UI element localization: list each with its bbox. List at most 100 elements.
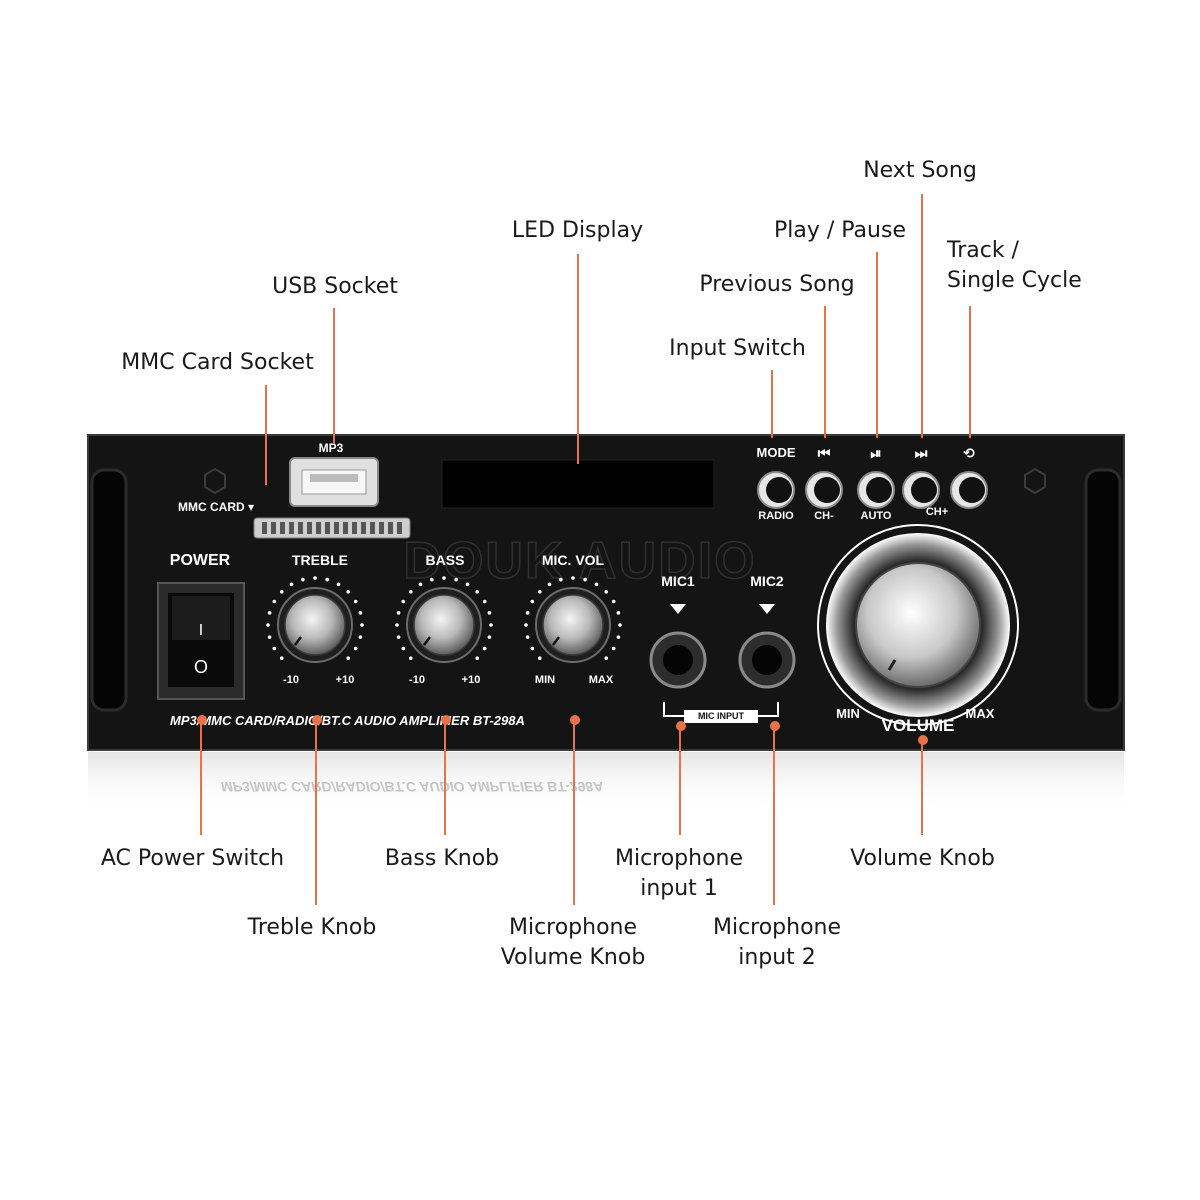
mic-volume-knob-scale-dot — [538, 656, 542, 660]
mic-volume-knob[interactable] — [543, 595, 603, 655]
mic-volume-knob-scale-dot — [618, 623, 622, 627]
reflected-model-text: MP3/MMC CARD/RADIO/BT.C AUDIO AMPLIFIER … — [221, 779, 603, 795]
leader-dot-mic-volume — [570, 715, 580, 725]
treble-knob-scale-dot — [313, 576, 317, 580]
callout-ac-power-switch: AC Power Switch — [90, 844, 295, 874]
leader-play-pause — [876, 252, 878, 438]
bass-knob[interactable] — [414, 595, 474, 655]
treble-knob-scale-dot — [272, 647, 276, 651]
bass-knob-scale-dot — [401, 647, 405, 651]
volume-knob[interactable] — [856, 563, 980, 687]
treble-knob-scale-dot — [325, 578, 329, 582]
mmc-slot-pin — [307, 522, 312, 534]
callout-treble-knob: Treble Knob — [232, 913, 392, 943]
bass-knob-scale-dot — [488, 635, 492, 639]
treble-knob-scale-dot — [290, 582, 294, 586]
control-button-3-label: AUTO — [846, 510, 906, 522]
mmc-slot-pin — [280, 522, 285, 534]
mic-volume-knob-scale-dot — [526, 611, 530, 615]
callout-mic-input-2-line-1: Microphone — [698, 913, 856, 943]
callout-mmc-card-socket: MMC Card Socket — [110, 348, 325, 378]
callout-volume-knob: Volume Knob — [840, 844, 1005, 874]
callout-led-display: LED Display — [495, 216, 660, 246]
callout-previous-song: Previous Song — [688, 270, 866, 300]
treble-knob-scale-dot — [360, 623, 364, 627]
treble-knob-scale-dot — [301, 578, 305, 582]
mic-volume-knob-scale-dot — [595, 582, 599, 586]
callout-mic-input-1-line-1: Microphone — [600, 844, 758, 874]
mmc-slot-pin — [370, 522, 375, 534]
previous-icon: ⏮ — [794, 445, 854, 462]
led-display — [442, 460, 714, 508]
leader-mic-volume — [573, 720, 575, 905]
bass-knob-scale-dot — [475, 656, 479, 660]
leader-volume — [921, 740, 923, 835]
mmc-slot-pin — [325, 522, 330, 534]
leader-treble — [315, 720, 317, 905]
control-button-4-label: CH+ — [907, 506, 967, 518]
bass-knob-scale-dot — [442, 576, 446, 580]
mic-volume-knob-scale-dot — [617, 611, 621, 615]
control-button-face — [911, 477, 937, 503]
callout-play-pause: Play / Pause — [765, 216, 915, 246]
volume-min-label: MIN — [828, 706, 868, 721]
mic-volume-knob-scale-dot — [583, 578, 587, 582]
mmc-slot-pin — [334, 522, 339, 534]
power-off-symbol: O — [184, 657, 218, 678]
mic1-label: MIC1 — [653, 573, 703, 589]
treble-knob-scale-dot — [268, 635, 272, 639]
mic-input-2-hole — [752, 645, 782, 675]
leader-track-cycle — [969, 306, 971, 438]
leader-dot-mic2 — [770, 721, 780, 731]
bass-knob-scale-dot — [395, 623, 399, 627]
power-on-symbol: I — [184, 622, 218, 640]
bass-label: BASS — [405, 552, 485, 568]
mmc-slot-pin — [352, 522, 357, 534]
bass-knob-scale-dot — [475, 590, 479, 594]
callout-bass-knob: Bass Knob — [372, 844, 512, 874]
mic-volume-knob-scale-dot — [530, 647, 534, 651]
treble-knob-scale-dot — [266, 623, 270, 627]
bass-knob-scale-dot — [488, 611, 492, 615]
control-button-2-label: CH- — [794, 510, 854, 522]
callout-mic-volume-line-1: Microphone — [488, 913, 658, 943]
leader-previous-song — [824, 306, 826, 438]
treble-max-label: +10 — [330, 674, 360, 686]
leader-dot-ac-power — [197, 715, 207, 725]
mmc-slot-pin — [289, 522, 294, 534]
mmc-slot-pin — [271, 522, 276, 534]
leader-usb — [333, 308, 335, 444]
mic-volume-knob-scale-dot — [524, 623, 528, 627]
treble-knob-scale-dot — [337, 582, 341, 586]
mmc-card-slot[interactable] — [254, 518, 410, 538]
volume-max-label: MAX — [960, 706, 1000, 721]
treble-knob-scale-dot — [268, 611, 272, 615]
callout-track-cycle: Track / Single Cycle — [947, 236, 1097, 296]
callout-mic-input-1: Microphone input 1 — [600, 844, 758, 904]
leader-mmc-card — [265, 385, 267, 485]
treble-knob-scale-dot — [280, 656, 284, 660]
treble-knob-scale-dot — [354, 647, 358, 651]
mmc-slot-pin — [397, 522, 402, 534]
treble-knob-scale-dot — [346, 656, 350, 660]
leader-dot-volume — [918, 735, 928, 745]
mmc-slot-pin — [262, 522, 267, 534]
leader-mic2 — [773, 726, 775, 905]
bass-max-label: +10 — [456, 674, 486, 686]
leader-next-song — [921, 194, 923, 438]
usb-port-tongue — [310, 474, 358, 482]
mic-vol-min-label: MIN — [528, 674, 562, 686]
mic-volume-knob-scale-dot — [530, 600, 534, 604]
left-handle — [92, 470, 126, 710]
bass-knob-scale-dot — [397, 611, 401, 615]
control-button-face — [866, 477, 892, 503]
repeat-icon: ⟲ — [939, 445, 999, 462]
treble-knob[interactable] — [285, 595, 345, 655]
treble-knob-scale-dot — [272, 600, 276, 604]
mmc-slot-pin — [379, 522, 384, 534]
bass-knob-scale-dot — [409, 590, 413, 594]
bass-knob-scale-dot — [489, 623, 493, 627]
treble-knob-scale-dot — [280, 590, 284, 594]
bass-knob-scale-dot — [397, 635, 401, 639]
leader-dot-mic1 — [676, 721, 686, 731]
